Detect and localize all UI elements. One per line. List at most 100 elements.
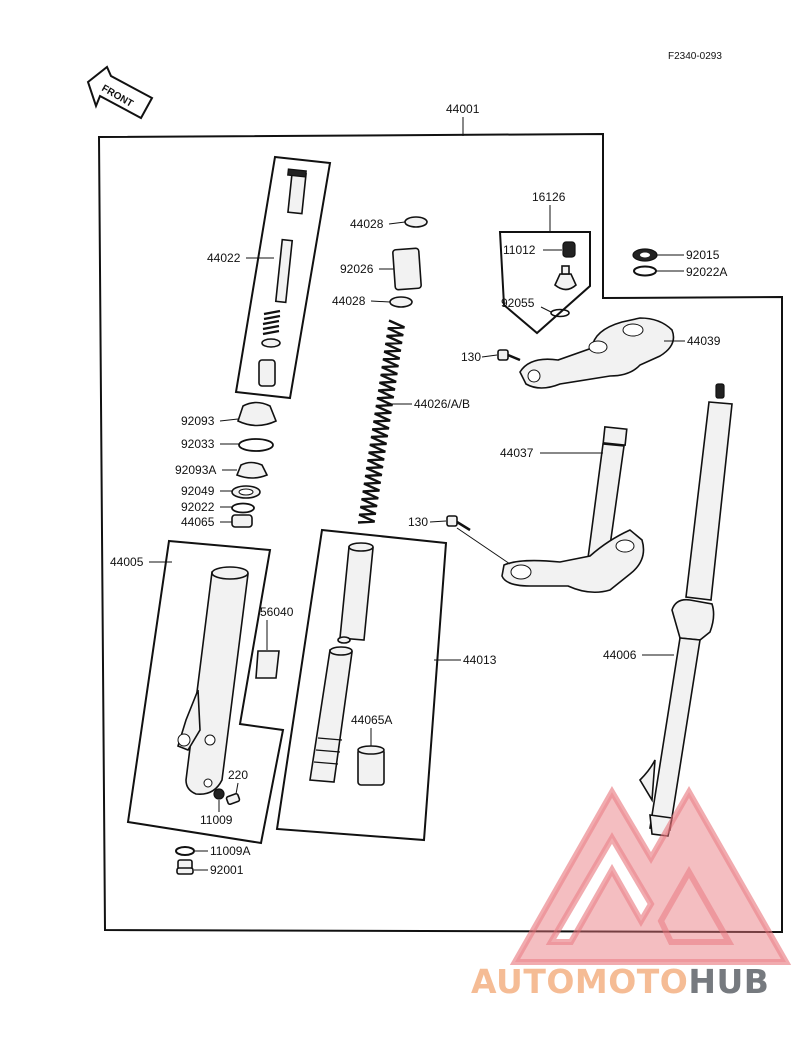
callout-44013: 44013 [434, 653, 497, 667]
callout-92015: 92015 [657, 248, 720, 262]
subassembly-frame-44005 [126, 539, 285, 845]
rebound-spring [261, 309, 281, 348]
collar-44028-bottom [389, 296, 413, 308]
fork-damper-rod [274, 168, 307, 304]
fork-inner-tube-44013 [309, 542, 374, 783]
air-valve-body [554, 265, 577, 291]
bolt-220 [225, 792, 241, 806]
reference-code: F2340-0293 [668, 51, 722, 62]
gasket-11009A [175, 846, 195, 856]
svg-text:44005: 44005 [110, 555, 144, 569]
callout-44065: 44065 [181, 515, 232, 529]
fork-outer-tube-44005 [177, 566, 249, 796]
watermark-logo-mark [509, 785, 792, 965]
callout-44026: 44026/A/B [387, 397, 470, 411]
svg-text:11009: 11009 [200, 813, 233, 827]
callout-92001: 92001 [194, 863, 244, 877]
callout-130-upper: 130 [461, 350, 498, 364]
svg-text:56040: 56040 [260, 605, 294, 619]
svg-text:44026/A/B: 44026/A/B [414, 397, 470, 411]
steering-stem-44037 [501, 426, 645, 594]
svg-text:92055: 92055 [501, 296, 535, 310]
front-direction-arrow: FRONT [86, 65, 154, 120]
svg-text:44065A: 44065A [351, 713, 392, 727]
svg-text:44065: 44065 [181, 515, 215, 529]
svg-text:92093A: 92093A [175, 463, 216, 477]
callout-92022: 92022 [181, 500, 232, 514]
spacer-92026 [392, 247, 422, 291]
drain-screw-11009 [213, 788, 225, 800]
callout-44005: 44005 [110, 555, 172, 569]
svg-text:44006: 44006 [603, 648, 637, 662]
callout-44028-bottom: 44028 [332, 294, 391, 308]
svg-text:92001: 92001 [210, 863, 244, 877]
collar-44028-top [404, 216, 428, 228]
svg-text:16126: 16126 [532, 190, 566, 204]
svg-text:92026: 92026 [340, 262, 374, 276]
air-valve-cap-11012 [562, 241, 576, 258]
damper-piece [258, 359, 276, 387]
svg-text:92049: 92049 [181, 484, 215, 498]
assembly-label: 44001 [446, 102, 480, 116]
svg-text:130: 130 [461, 350, 481, 364]
svg-text:11009A: 11009A [210, 844, 250, 858]
bushing-56040 [255, 650, 280, 679]
svg-text:130: 130 [408, 515, 428, 529]
callout-92093A: 92093A [175, 463, 237, 477]
callout-11009: 11009 [200, 800, 233, 827]
assembly-frame [97, 132, 783, 934]
svg-text:92022: 92022 [181, 500, 215, 514]
callout-44065A: 44065A [351, 713, 392, 746]
retaining-ring-92033 [238, 438, 274, 452]
callout-16126: 16126 [532, 190, 566, 232]
svg-text:44037: 44037 [500, 446, 534, 460]
callout-92093: 92093 [181, 414, 239, 428]
svg-text:92093: 92093 [181, 414, 215, 428]
callout-92049: 92049 [181, 484, 232, 498]
callout-92022A: 92022A [656, 265, 727, 279]
bolt-130-upper [497, 349, 521, 362]
oring-92022 [231, 502, 255, 514]
washer-92049 [231, 485, 261, 499]
svg-text:92015: 92015 [686, 248, 720, 262]
guide-bushing-44065A [357, 745, 385, 786]
oring-92055 [550, 308, 570, 318]
callout-11012: 11012 [503, 243, 562, 257]
subassembly-frame-44013 [275, 528, 448, 842]
callout-44039: 44039 [664, 334, 721, 348]
svg-text:44028: 44028 [332, 294, 366, 308]
callout-92033: 92033 [181, 437, 239, 451]
callout-44006: 44006 [603, 648, 674, 662]
callout-44028-top: 44028 [350, 217, 406, 231]
svg-text:11012: 11012 [503, 243, 536, 257]
fork-spring-44026 [357, 319, 405, 524]
oil-seal-92093A [235, 461, 269, 479]
svg-text:92022A: 92022A [686, 265, 727, 279]
guide-bushing-44065 [231, 514, 253, 528]
svg-text:44022: 44022 [207, 251, 241, 265]
upper-bracket-44039 [519, 317, 675, 389]
callout-130-lower: 130 [408, 515, 511, 565]
callout-220: 220 [228, 768, 248, 795]
svg-text:44028: 44028 [350, 217, 384, 231]
bolt-92001 [176, 859, 194, 875]
nut-92015 [632, 248, 658, 262]
watermark-text: AUTOMOTOHUB [471, 962, 769, 1001]
callout-56040: 56040 [260, 605, 294, 650]
svg-text:92033: 92033 [181, 437, 215, 451]
fork-assembly-44006 [638, 383, 733, 837]
subassembly-frame-44022 [234, 155, 332, 400]
svg-text:44013: 44013 [463, 653, 497, 667]
automotohub-watermark: AUTOMOTOHUB [471, 785, 792, 1001]
callout-11009A: 11009A [195, 844, 250, 858]
svg-text:220: 220 [228, 768, 248, 782]
callout-44022: 44022 [207, 251, 274, 265]
callout-44037: 44037 [500, 446, 603, 460]
washer-92022A [633, 265, 657, 277]
callout-92026: 92026 [340, 262, 394, 276]
callout-92055: 92055 [501, 296, 552, 313]
svg-text:44039: 44039 [687, 334, 721, 348]
dust-seal-92093 [237, 401, 278, 427]
bolt-130-lower [446, 515, 471, 532]
